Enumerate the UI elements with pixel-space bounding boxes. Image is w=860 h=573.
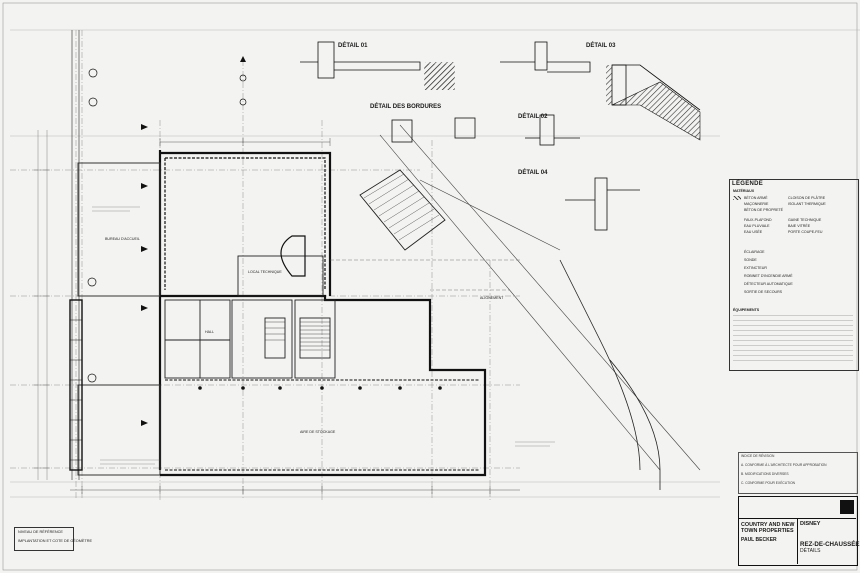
- legend-item: BÉTON ARMÉ: [744, 196, 768, 200]
- legend-item: DÉTECTEUR AUTOMATIQUE: [744, 282, 793, 286]
- legend-item: BÉTON DE PROPRETÉ: [744, 208, 784, 212]
- revision-block: [738, 452, 858, 494]
- legend-item: EAU USÉE: [744, 230, 763, 234]
- room-label: HALL: [205, 330, 214, 334]
- company-name: COUNTRY AND NEW TOWN PROPERTIES: [741, 522, 795, 534]
- legend-item: ISOLANT THERMIQUE: [788, 202, 826, 206]
- hatch-swatch: [733, 196, 741, 200]
- detail-04-title: DÉTAIL 04: [518, 170, 548, 176]
- detail-bordures-title: DÉTAIL DES BORDURES: [370, 104, 442, 110]
- legend-equipment: ÉQUIPEMENTS: [733, 308, 760, 312]
- legend-item: ROBINET D'INCENDIE ARMÉ: [744, 274, 793, 278]
- revision-line: B. MODIFICATIONS DIVERSES: [741, 472, 789, 476]
- legend-item: FAUX-PLAFOND: [744, 218, 772, 222]
- legend-title: LÉGENDE: [732, 181, 764, 187]
- legend-item: ÉCLAIRAGE: [744, 250, 765, 254]
- legend-item: GAINE TECHNIQUE: [788, 218, 822, 222]
- revision-line: INDICE DE RÉVISION: [741, 454, 775, 458]
- revision-line: A. CONFORME À L'ARCHITECTE POUR APPROBAT…: [741, 463, 827, 467]
- architect-name: PAUL BECKER: [741, 537, 777, 543]
- reference-note: [14, 527, 74, 551]
- divider: [797, 518, 798, 564]
- stamp-block: [840, 500, 854, 514]
- room-label: BUREAU D'ACCUEIL: [105, 237, 140, 241]
- revision-line: C. CONFORME POUR EXÉCUTION: [741, 481, 796, 485]
- detail-03-title: DÉTAIL 03: [586, 43, 616, 49]
- room-label: LOCAL TECHNIQUE: [248, 270, 282, 274]
- drawing-sheet-type: DÉTAILS: [800, 548, 821, 554]
- client-name: DISNEY: [800, 521, 821, 527]
- note-line: NIVEAU DE RÉFÉRENCE: [18, 530, 63, 534]
- legend-item: CLOISON DE PLÂTRE: [788, 196, 826, 200]
- legend-item: SONDE: [744, 258, 757, 262]
- detail-01-title: DÉTAIL 01: [338, 43, 368, 49]
- legend-panel: [729, 179, 859, 371]
- note-line: IMPLANTATION ET COTE DE GÉOMÈTRE: [18, 539, 93, 543]
- legend-item: SORTIE DE SECOURS: [744, 290, 783, 294]
- legend-item: PORTE COUPE-FEU: [788, 230, 823, 234]
- legend-item: BAIE VITRÉE: [788, 224, 811, 228]
- legend-item: MAÇONNERIE: [744, 202, 769, 206]
- alignment-label: ALIGNEMENT: [480, 296, 504, 300]
- legend-materials: MATÉRIAUX: [733, 189, 755, 193]
- legend-item: EXTINCTEUR: [744, 266, 767, 270]
- detail-02-title: DÉTAIL 02: [518, 114, 548, 120]
- room-label: AIRE DE STOCKAGE: [300, 430, 336, 434]
- legend-equipment-list: [733, 315, 853, 365]
- drawing-level: REZ-DE-CHAUSSÉE: [800, 541, 860, 548]
- legend-item: EAU PLUVIALE: [744, 224, 770, 228]
- title-block: [738, 496, 858, 566]
